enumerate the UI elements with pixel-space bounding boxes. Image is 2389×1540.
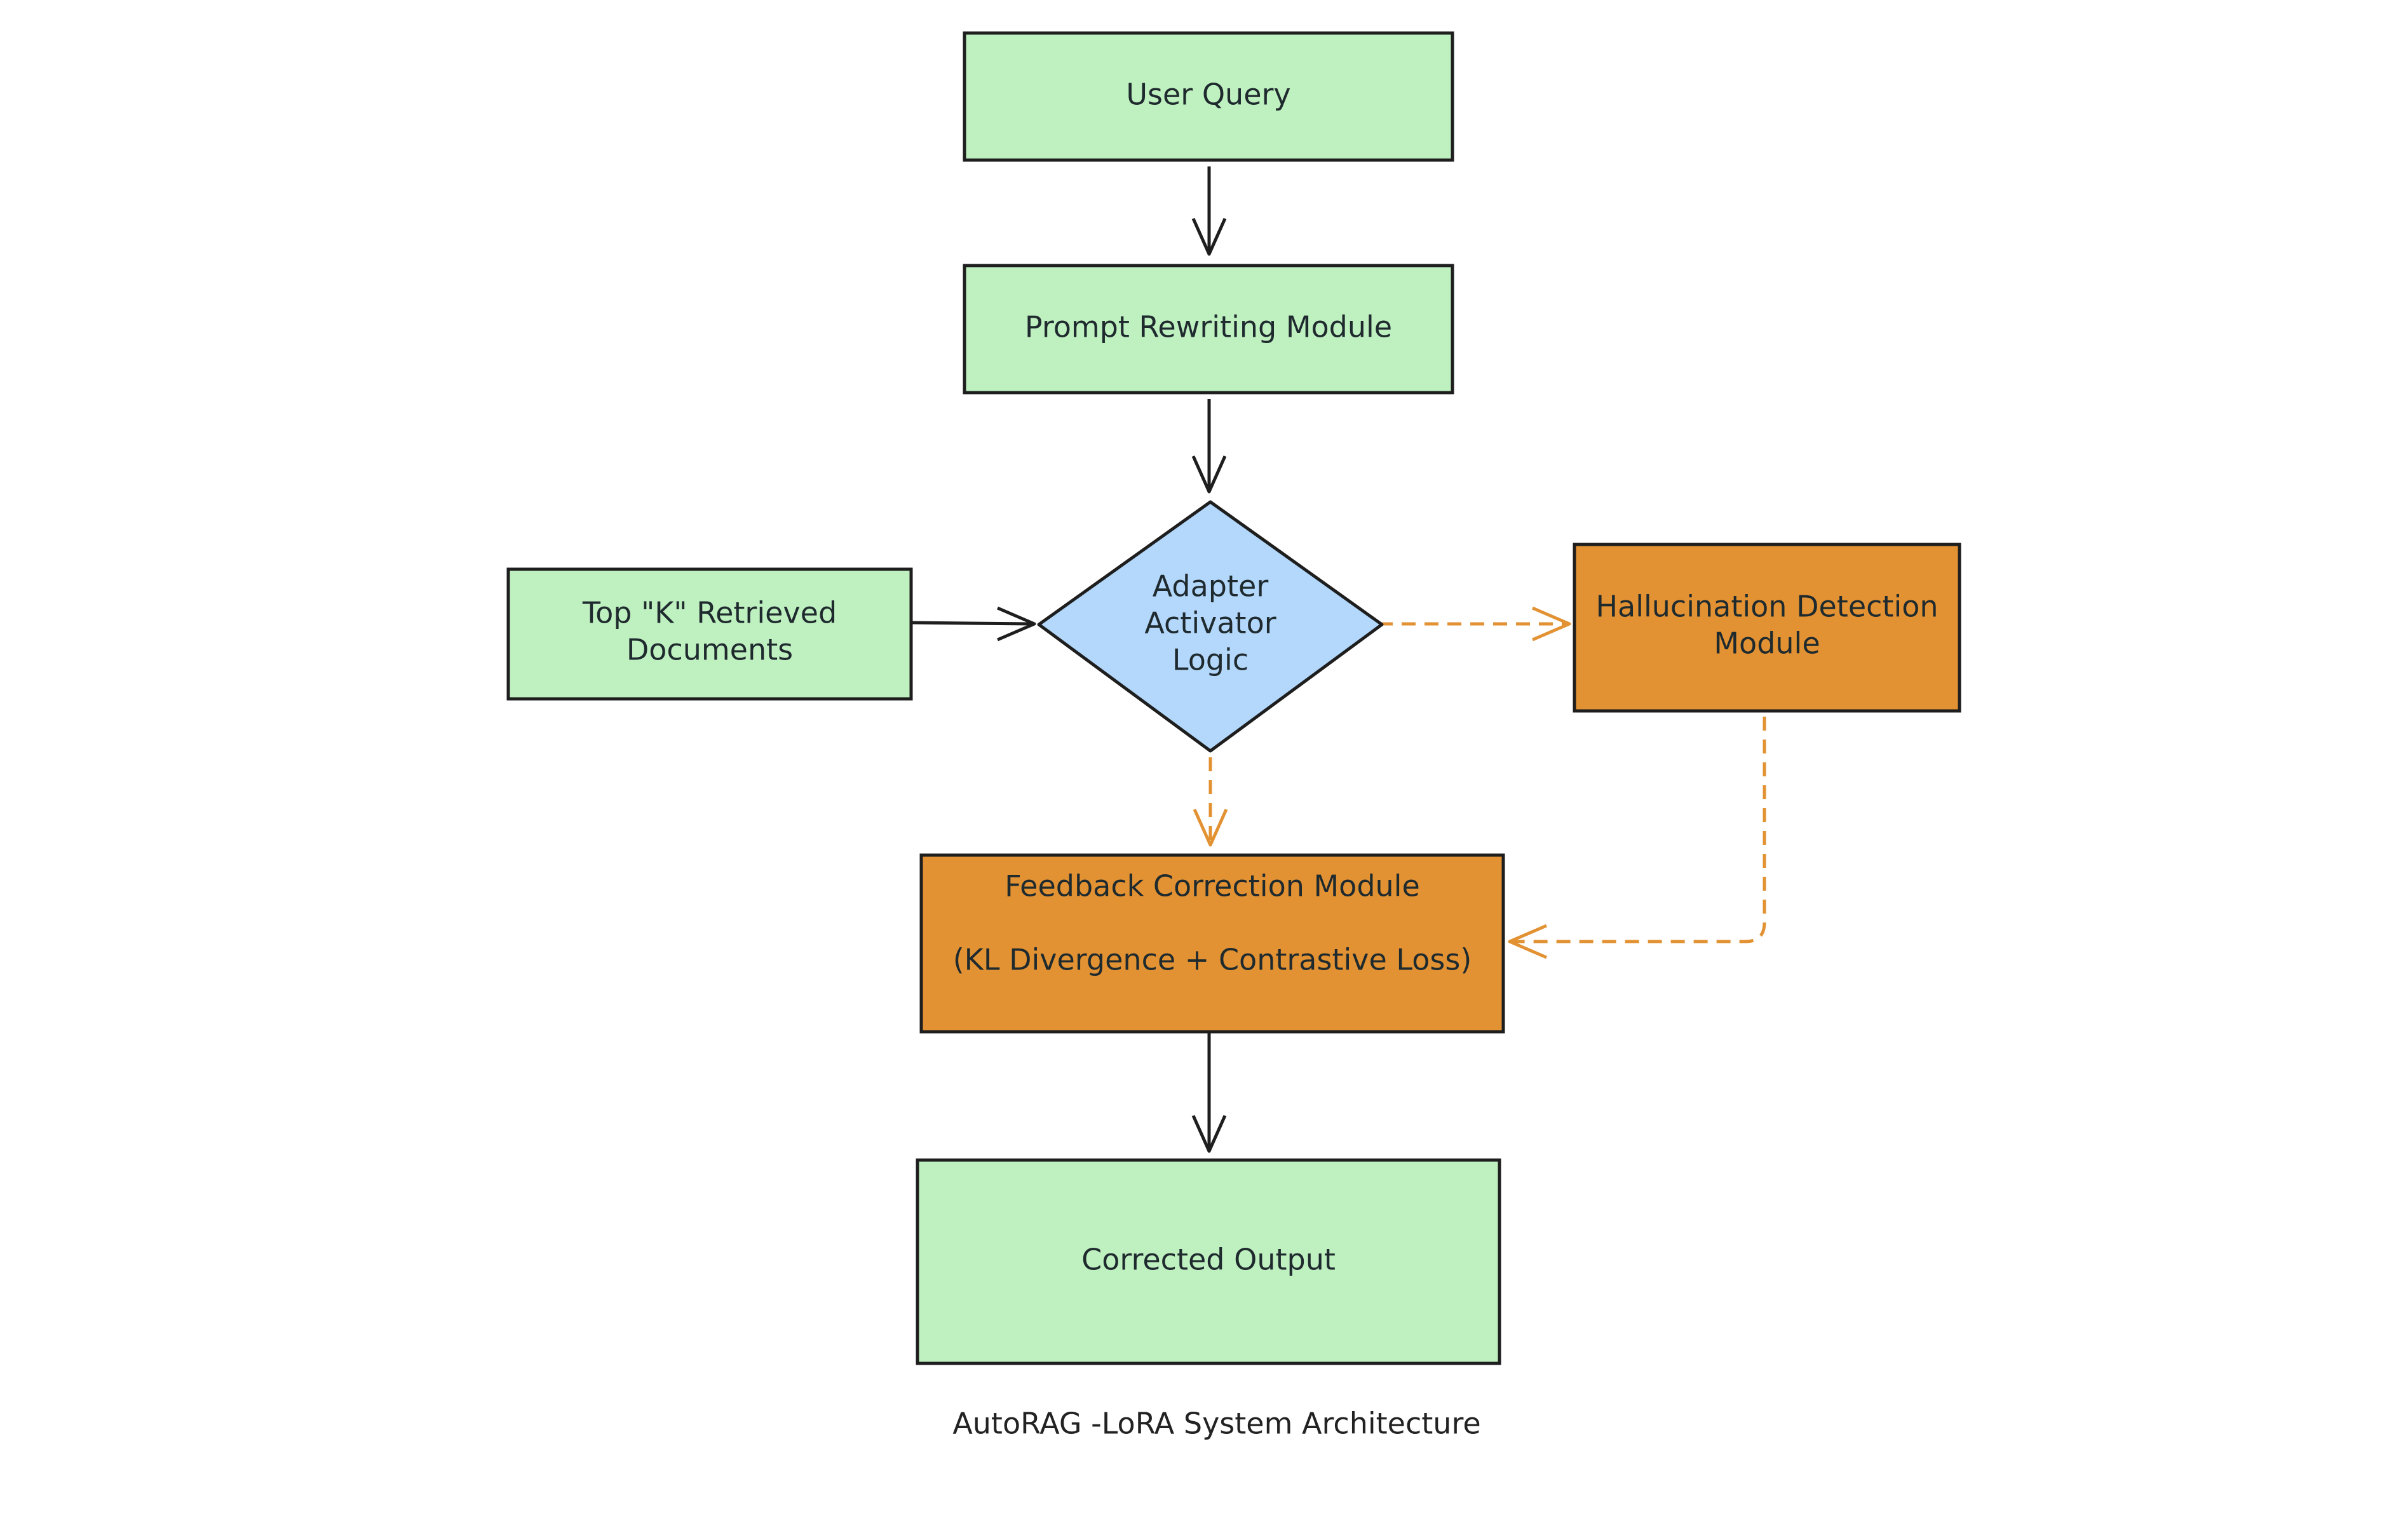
adapter-activator-node: Adapter Activator Logic	[1037, 500, 1384, 753]
retrieved-documents-label-line2: Documents	[626, 633, 793, 667]
adapter-label-line3: Logic	[1172, 643, 1249, 677]
arrow-query-to-rewriting	[1191, 166, 1227, 256]
prompt-rewriting-label: Prompt Rewriting Module	[1025, 310, 1392, 344]
edges	[909, 166, 1766, 1153]
arrow-hallucination-to-feedback	[1508, 717, 1766, 959]
feedback-label-line2: (KL Divergence + Contrastive Loss)	[953, 943, 1472, 977]
hallucination-label-line1: Hallucination Detection	[1595, 590, 1938, 624]
adapter-label-line1: Adapter	[1153, 569, 1269, 604]
arrow-adapter-to-hallucination	[1379, 606, 1571, 642]
user-query-node: User Query	[963, 31, 1454, 162]
feedback-label-line1: Feedback Correction Module	[1005, 869, 1420, 903]
user-query-label: User Query	[1126, 78, 1290, 112]
feedback-correction-node: Feedback Correction Module (KL Divergenc…	[919, 853, 1505, 1034]
arrow-feedback-to-output	[1191, 1033, 1227, 1153]
retrieved-documents-label-line1: Top "K" Retrieved	[582, 596, 837, 630]
diagram-caption: AutoRAG -LoRA System Architecture	[952, 1407, 1480, 1441]
adapter-label-line2: Activator	[1144, 606, 1276, 640]
corrected-output-node: Corrected Output	[916, 1158, 1501, 1365]
prompt-rewriting-node: Prompt Rewriting Module	[963, 264, 1454, 395]
arrow-adapter-to-feedback	[1193, 757, 1228, 847]
arrow-docs-to-adapter	[909, 606, 1036, 642]
hallucination-label-line2: Module	[1714, 626, 1820, 661]
retrieved-documents-node: Top "K" Retrieved Documents	[506, 567, 913, 701]
hallucination-detection-node: Hallucination Detection Module	[1573, 543, 1961, 713]
arrow-rewriting-to-adapter	[1191, 399, 1227, 494]
corrected-output-label: Corrected Output	[1081, 1243, 1336, 1277]
